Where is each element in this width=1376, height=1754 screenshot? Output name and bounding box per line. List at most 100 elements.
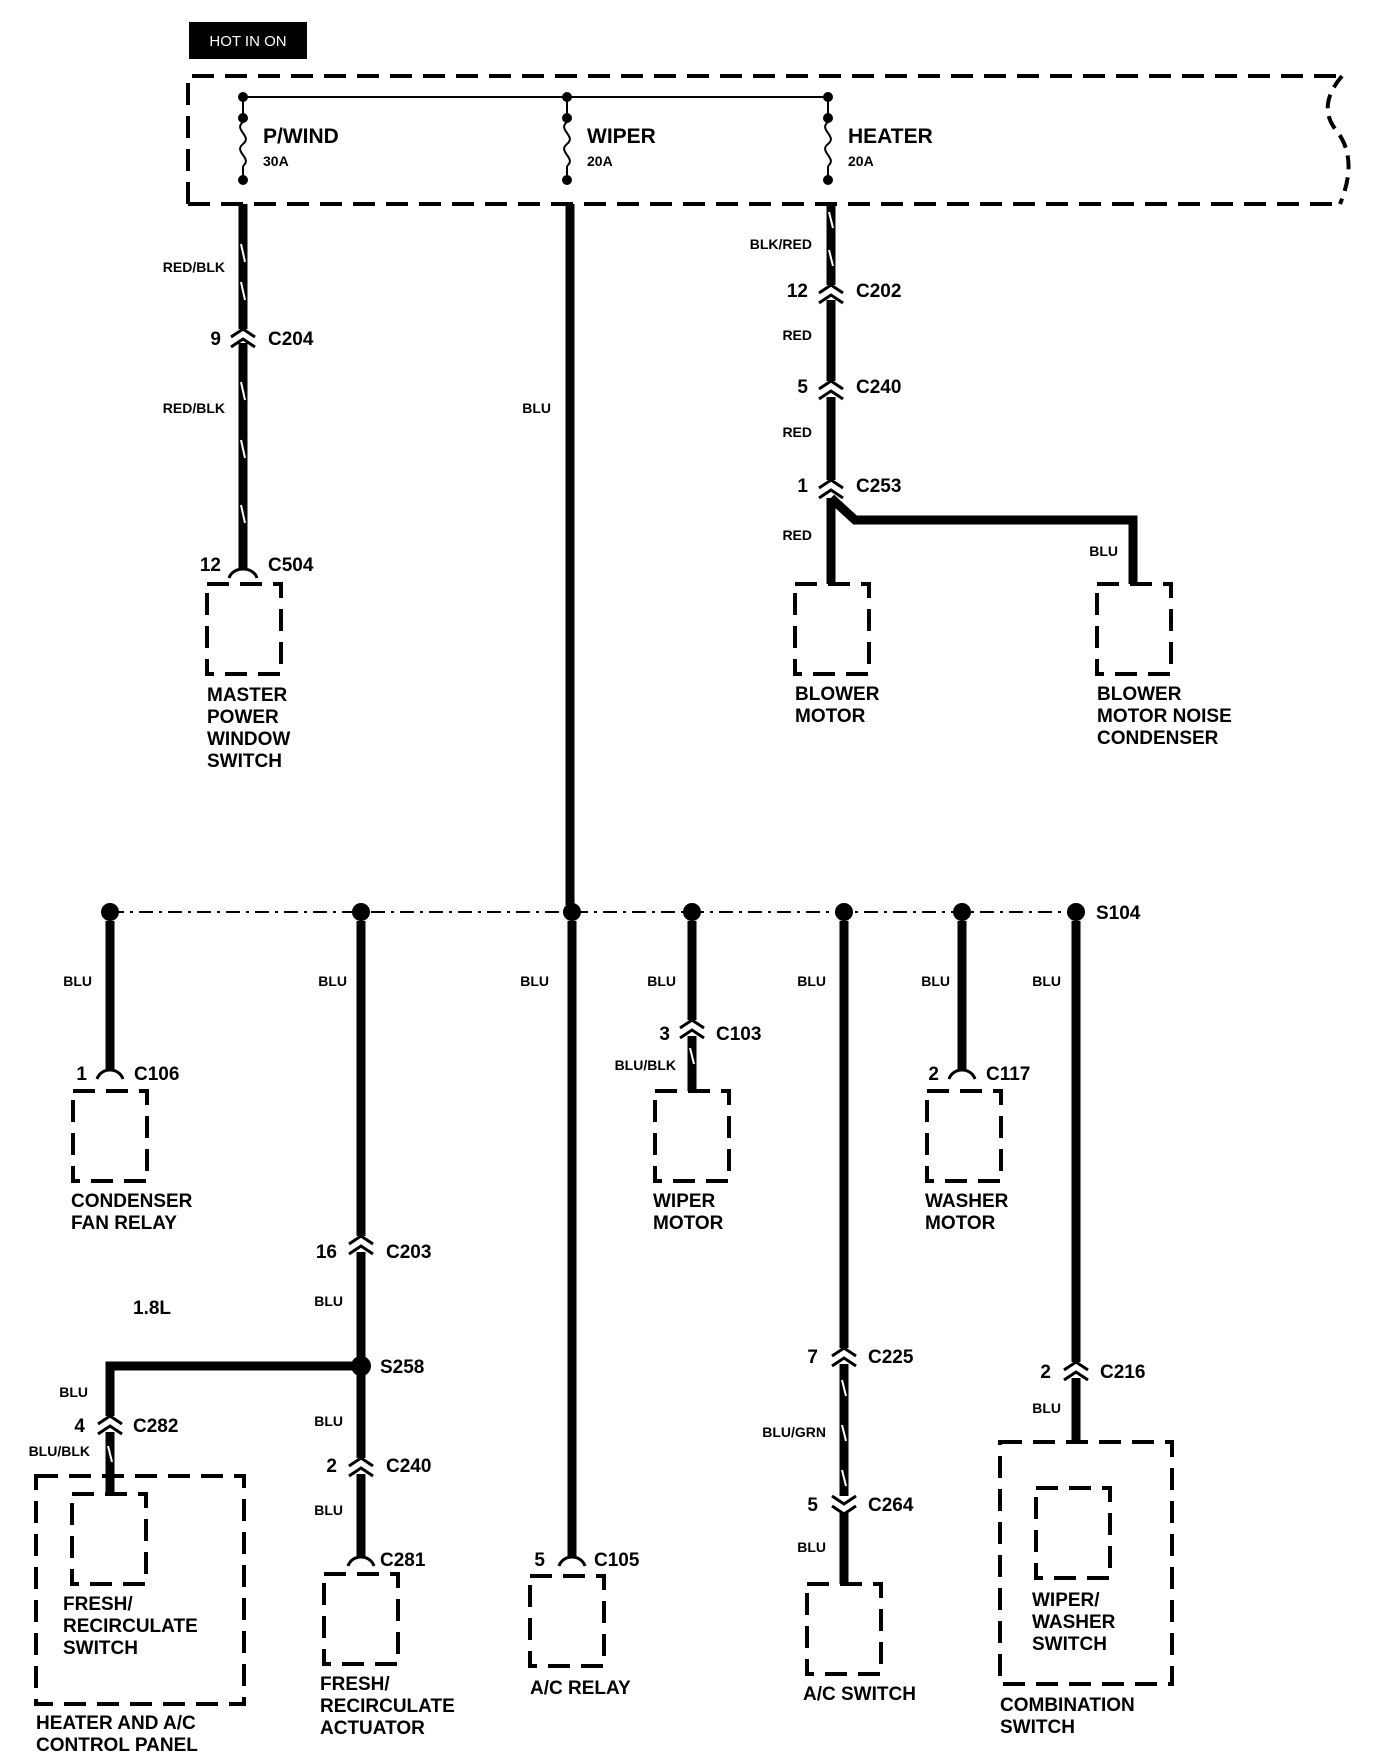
washer-motor-line-2: MOTOR: [925, 1213, 996, 1234]
wire-label-br2: BLU: [318, 973, 347, 989]
combination-switch-line-2: SWITCH: [1000, 1717, 1075, 1738]
wire-label-br4b: BLU/BLK: [615, 1057, 676, 1073]
ac-relay-line-1: A/C RELAY: [530, 1678, 631, 1699]
branch-wiper-motor: BLU 3 C103 BLU/BLK WIPER MOTOR: [615, 921, 761, 1234]
c106-id: C106: [134, 1064, 179, 1085]
c202-id: C202: [856, 281, 901, 302]
branch-washer-motor: BLU 2 C117 WASHER MOTOR: [921, 921, 1030, 1234]
wiper-main-circuit: BLU: [522, 204, 575, 905]
fuse-wiper: WIPER 20A: [562, 92, 656, 185]
master-power-window-switch-line-2: POWER: [207, 707, 279, 728]
wire-label-c216-below: BLU: [1032, 1400, 1061, 1416]
wire-label-br4: BLU: [647, 973, 676, 989]
wire-label-br1: BLU: [63, 973, 92, 989]
wiper-washer-switch-box: [1034, 1486, 1112, 1580]
combination-switch-box: [998, 1440, 1174, 1686]
wire-label-pwind-upper: RED/BLK: [163, 259, 225, 275]
c106-pin: 1: [76, 1064, 87, 1085]
c253-id: C253: [856, 476, 901, 497]
fuse-wiper-name: WIPER: [587, 125, 656, 148]
branch-s258: BLU 16 C203 BLU 1.8L S258 BLU 4 C282 BLU…: [29, 921, 455, 1754]
c225-pin: 7: [807, 1347, 818, 1368]
wire-label-br6: BLU: [921, 973, 950, 989]
wire-label-c240b-below: BLU: [314, 1502, 343, 1518]
heater-ac-control-panel-line-2: CONTROL PANEL: [36, 1735, 198, 1754]
wire-label-s258-below: BLU: [314, 1413, 343, 1429]
wire-label-c203-below: BLU: [314, 1293, 343, 1309]
wiper-washer-switch-line-3: SWITCH: [1032, 1634, 1107, 1655]
c504-id: C504: [268, 555, 314, 576]
wiper-washer-switch-line-1: WIPER/: [1032, 1590, 1100, 1611]
wire-label-br5: BLU: [797, 973, 826, 989]
wire-label-c225-below: BLU/GRN: [762, 1424, 826, 1440]
wire-label-heater-b: RED: [782, 424, 812, 440]
branch-combination-switch: BLU 2 C216 BLU WIPER/ WASHER SWITCH COMB…: [998, 921, 1174, 1738]
wire-label-br3: BLU: [520, 973, 549, 989]
blower-motor-line-1: BLOWER: [795, 684, 880, 705]
condenser-fan-relay-line-1: CONDENSER: [71, 1191, 193, 1212]
washer-motor-line-1: WASHER: [925, 1191, 1009, 1212]
wire-label-condenser-branch: BLU: [1089, 543, 1118, 559]
fresh-recirculate-switch-line-2: RECIRCULATE: [63, 1616, 198, 1637]
hot-in-on-label: HOT IN ON: [209, 33, 286, 50]
engine-note: 1.8L: [133, 1298, 171, 1319]
pwind-circuit: RED/BLK 9 C204 RED/BLK 12 C504 MASTER PO…: [163, 204, 314, 772]
fresh-recirculate-actuator-line-3: ACTUATOR: [320, 1718, 425, 1739]
master-power-window-switch-line-1: MASTER: [207, 685, 288, 706]
heater-circuit: BLK/RED 12 C202 RED 5 C240 RED 1 C253 RE…: [750, 204, 1232, 749]
c105-id: C105: [594, 1550, 640, 1571]
fuse-heater: HEATER 20A: [823, 92, 933, 185]
s104-label: S104: [1096, 903, 1141, 924]
wire-label-s258-left: BLU: [59, 1384, 88, 1400]
wire-label-wiper-main: BLU: [522, 400, 551, 416]
fresh-recirculate-switch-line-1: FRESH/: [63, 1594, 133, 1615]
c203-pin: 16: [316, 1242, 337, 1263]
c253-pin: 1: [797, 476, 808, 497]
branch-condenser-fan-relay: BLU 1 C106 CONDENSER FAN RELAY: [63, 921, 193, 1234]
fresh-recirculate-switch-line-3: SWITCH: [63, 1638, 138, 1659]
fuse-heater-name: HEATER: [848, 125, 933, 148]
ac-relay-box: [528, 1574, 606, 1668]
wiper-motor-line-1: WIPER: [653, 1191, 716, 1212]
blower-motor-line-2: MOTOR: [795, 706, 866, 727]
c240b-pin: 2: [326, 1456, 337, 1477]
c281-id: C281: [380, 1550, 426, 1571]
c225-id: C225: [868, 1347, 914, 1368]
c264-id: C264: [868, 1495, 914, 1516]
c264-pin: 5: [807, 1495, 818, 1516]
ac-switch-box: [805, 1582, 883, 1676]
wiper-motor-line-2: MOTOR: [653, 1213, 724, 1234]
fresh-recirculate-actuator-line-1: FRESH/: [320, 1674, 390, 1695]
wire-label-br7: BLU: [1032, 973, 1061, 989]
wire-label-heater-a: RED: [782, 327, 812, 343]
c240a-pin: 5: [797, 377, 808, 398]
branch-ac-relay: BLU 5 C105 A/C RELAY: [520, 921, 640, 1699]
c216-id: C216: [1100, 1362, 1145, 1383]
fuse-box: [186, 74, 1351, 206]
master-power-window-switch-line-3: WINDOW: [207, 729, 290, 750]
wire-label-c282-below: BLU/BLK: [29, 1443, 90, 1459]
wire-label-c264-below: BLU: [797, 1539, 826, 1555]
c202-pin: 12: [787, 281, 808, 302]
fuse-pwind: P/WIND 30A: [238, 92, 339, 185]
heater-ac-control-panel-line-1: HEATER AND A/C: [36, 1713, 196, 1734]
master-power-window-switch-line-4: SWITCH: [207, 751, 282, 772]
wiper-washer-switch-line-2: WASHER: [1032, 1612, 1116, 1633]
master-power-window-switch-box: [205, 582, 283, 676]
c282-id: C282: [133, 1416, 178, 1437]
fresh-recirculate-switch-box: [70, 1492, 148, 1586]
c504-pin: 12: [200, 555, 221, 576]
fresh-recirculate-actuator-line-2: RECIRCULATE: [320, 1696, 455, 1717]
blower-motor-noise-condenser-line-2: MOTOR NOISE: [1097, 706, 1232, 727]
c204-pin: 9: [210, 329, 221, 350]
heater-ac-control-panel-box: [34, 1474, 246, 1706]
fuse-pwind-name: P/WIND: [263, 125, 339, 148]
c203-id: C203: [386, 1242, 431, 1263]
c204-id: C204: [268, 329, 314, 350]
c103-id: C103: [716, 1024, 761, 1045]
blower-motor-box: [793, 582, 871, 676]
blower-motor-noise-condenser-line-3: CONDENSER: [1097, 728, 1219, 749]
ac-switch-line-1: A/C SWITCH: [803, 1684, 916, 1705]
